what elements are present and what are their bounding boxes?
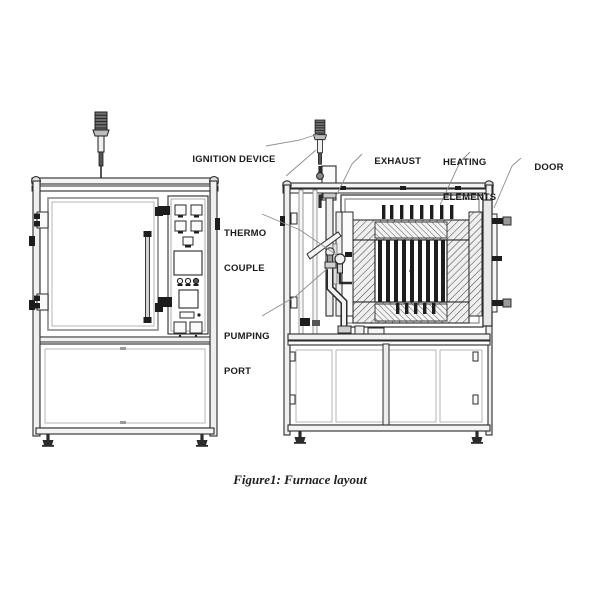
callout-ignition-device: IGNITION DEVICE (181, 142, 276, 177)
callout-thermo-couple-line-2: COUPLE (224, 262, 265, 274)
heating-element-bottom-stubs (396, 303, 436, 314)
callout-pumping-port-line-1: PUMPING (224, 331, 270, 342)
front-door-handle (143, 231, 152, 323)
leader-exhaust (335, 153, 363, 197)
callout-thermo-couple: THERMO COUPLE (224, 205, 266, 297)
front-foot-right (196, 434, 208, 447)
callout-exhaust-line-1: EXHAUST (374, 155, 422, 167)
callout-exhaust: EXHAUST (363, 144, 421, 179)
side-section-view-group (280, 119, 512, 444)
leader-exhaust-2 (285, 149, 317, 177)
leader-door (493, 157, 522, 209)
callout-ignition-device-line-1: IGNITION DEVICE (192, 153, 276, 165)
callout-heating-elements-line-2: ELEMENTS (443, 191, 497, 203)
door-assembly (482, 199, 512, 327)
side-foot-left (294, 431, 306, 444)
leader-heating-elements (439, 151, 471, 206)
leader-pumping-port (261, 267, 329, 317)
heating-element-top-stubs (382, 205, 454, 219)
front-view-group (29, 111, 220, 447)
leader-lines (261, 133, 522, 317)
callout-heating-elements-line-1: HEATING (443, 157, 487, 168)
side-foot-right (471, 431, 483, 444)
leader-ignition-device (265, 133, 319, 147)
callout-thermo-couple-line-1: THERMO (224, 228, 267, 239)
side-ignition-device (313, 119, 327, 165)
front-control-panel (167, 195, 209, 338)
callout-heating-elements: HEATING ELEMENTS (443, 134, 496, 226)
callout-pumping-port-line-2: PORT (224, 365, 252, 377)
leader-thermo-couple (261, 213, 339, 257)
thermocouple (334, 252, 352, 285)
figure-caption: Figure1: Furnace layout (233, 472, 367, 487)
front-foot-left (42, 434, 54, 447)
pumping-port-piping (324, 247, 352, 334)
callout-door-line-1: DOOR (534, 161, 564, 173)
callout-pumping-port: PUMPING PORT (224, 308, 270, 400)
front-ignition-device (92, 111, 110, 183)
callout-door: DOOR (523, 150, 564, 185)
